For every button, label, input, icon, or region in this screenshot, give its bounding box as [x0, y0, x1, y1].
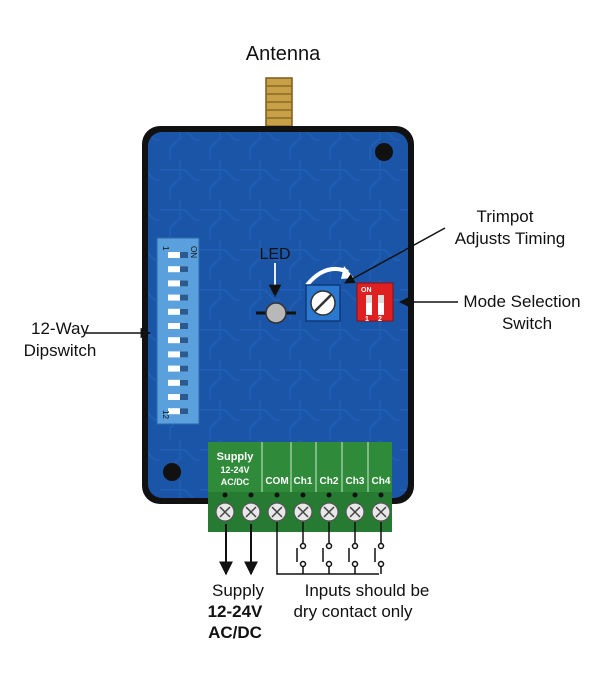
terminal-dot-7 [378, 492, 384, 498]
mode-pos1-label: 1 [365, 316, 369, 323]
dip-lever-8[interactable] [168, 351, 188, 358]
terminal-screw-5[interactable] [319, 502, 339, 522]
inputs-label-line2: dry contact only [293, 602, 413, 621]
dip-lever-6[interactable] [168, 323, 188, 329]
dry-contact-ch1 [296, 522, 307, 574]
input-contacts-wiring [276, 522, 385, 575]
terminal-dot-5 [326, 492, 332, 498]
dip-lever-knob-4 [180, 294, 188, 301]
dip-lever-5[interactable] [168, 308, 188, 315]
terminal-screw-7[interactable] [371, 502, 391, 522]
dipswitch-label-line2: Dipswitch [24, 341, 97, 360]
supply-bottom-label-line2: 12-24V [208, 602, 263, 621]
mode-selection-switch[interactable]: ON 1 2 [356, 282, 394, 323]
terminal-label-ch1: Ch1 [294, 476, 313, 487]
mode-switch-label-line2: Switch [502, 314, 552, 333]
dip-lever-1[interactable] [168, 252, 188, 258]
dip-lever-knob-2 [180, 266, 188, 273]
dip-lever-3[interactable] [168, 280, 188, 287]
mode-pos2-label: 2 [378, 316, 382, 323]
led [256, 302, 296, 324]
dry-contact-ch4 [374, 522, 385, 574]
dip-lever-knob-8 [180, 351, 188, 358]
dip-start-label: 1 [161, 246, 170, 251]
trimpot-label-line1: Trimpot [477, 207, 534, 226]
terminal-label-com: COM [265, 476, 288, 487]
dip-lever-11[interactable] [168, 394, 188, 400]
dip-lever-7[interactable] [168, 337, 188, 344]
terminal-screw-3[interactable] [267, 502, 287, 522]
terminal-supply-line3: AC/DC [221, 477, 250, 487]
dip-lever-9[interactable] [168, 365, 188, 372]
terminal-supply-line2: 12-24V [220, 465, 249, 475]
mount-hole-bottom-left [163, 463, 181, 481]
led-label: LED [259, 246, 290, 263]
terminal-screw-2[interactable] [241, 502, 261, 522]
terminal-dot-2 [248, 492, 254, 498]
dry-contact-ch2 [322, 522, 333, 574]
dip-lever-knob-7 [180, 337, 188, 344]
terminal-screw-6[interactable] [345, 502, 365, 522]
terminal-dot-3 [274, 492, 280, 498]
dip-lever-knob-6 [180, 323, 188, 329]
mount-hole-top-right [375, 143, 393, 161]
terminal-dot-4 [300, 492, 306, 498]
trimpot-label-line2: Adjusts Timing [455, 229, 566, 248]
inputs-label-line1: Inputs should be [305, 581, 430, 600]
terminal-label-ch4: Ch4 [372, 476, 391, 487]
dry-contact-ch3 [348, 522, 359, 574]
terminal-block: Supply 12-24V AC/DC COM Ch1 Ch2 Ch3 Ch4 [208, 442, 392, 532]
terminal-label-ch2: Ch2 [320, 476, 339, 487]
supply-wires [219, 524, 258, 576]
terminal-screw-1[interactable] [215, 502, 235, 522]
dip-lever-knob-9 [180, 365, 188, 372]
dip-lever-10[interactable] [168, 379, 188, 386]
supply-bottom-label-line3: AC/DC [208, 623, 262, 642]
antenna-label: Antenna [246, 43, 321, 65]
dip-lever-knob-10 [180, 379, 188, 386]
dip-lever-knob-1 [180, 252, 188, 258]
mode-on-label: ON [361, 287, 372, 294]
dip-lever-knob-12 [180, 408, 188, 415]
supply-bottom-label-line1: Supply [212, 581, 264, 600]
terminal-supply-line1: Supply [217, 451, 255, 463]
mode-switch-label-line1: Mode Selection [463, 292, 580, 311]
terminal-label-ch3: Ch3 [346, 476, 365, 487]
dip-lever-12[interactable] [168, 408, 188, 415]
dipswitch-12way[interactable]: ON 1 12 [156, 237, 200, 425]
terminal-dot-1 [222, 492, 228, 498]
dip-lever-knob-5 [180, 308, 188, 315]
dip-end-label: 12 [161, 410, 170, 419]
dip-lever-knob-11 [180, 394, 188, 400]
dip-lever-knob-3 [180, 280, 188, 287]
terminal-dot-6 [352, 492, 358, 498]
dipswitch-label-line1: 12-Way [31, 319, 89, 338]
terminal-screw-4[interactable] [293, 502, 313, 522]
trimpot-arrow [344, 227, 446, 284]
dip-lever-2[interactable] [168, 266, 188, 273]
dip-lever-4[interactable] [168, 294, 188, 301]
dip-on-label: ON [189, 246, 198, 258]
